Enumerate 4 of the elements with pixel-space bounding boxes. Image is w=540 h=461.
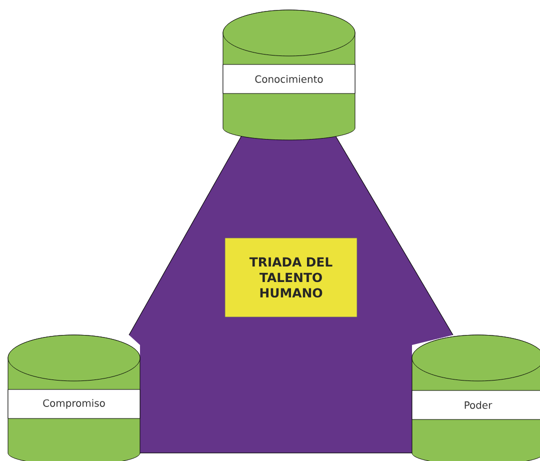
title-box: TRIADA DEL TALENTO HUMANO	[224, 238, 358, 318]
cylinder: Poder	[412, 334, 540, 461]
cylinder: Compromiso	[8, 334, 140, 461]
cylinder: Conocimiento	[222, 10, 356, 140]
